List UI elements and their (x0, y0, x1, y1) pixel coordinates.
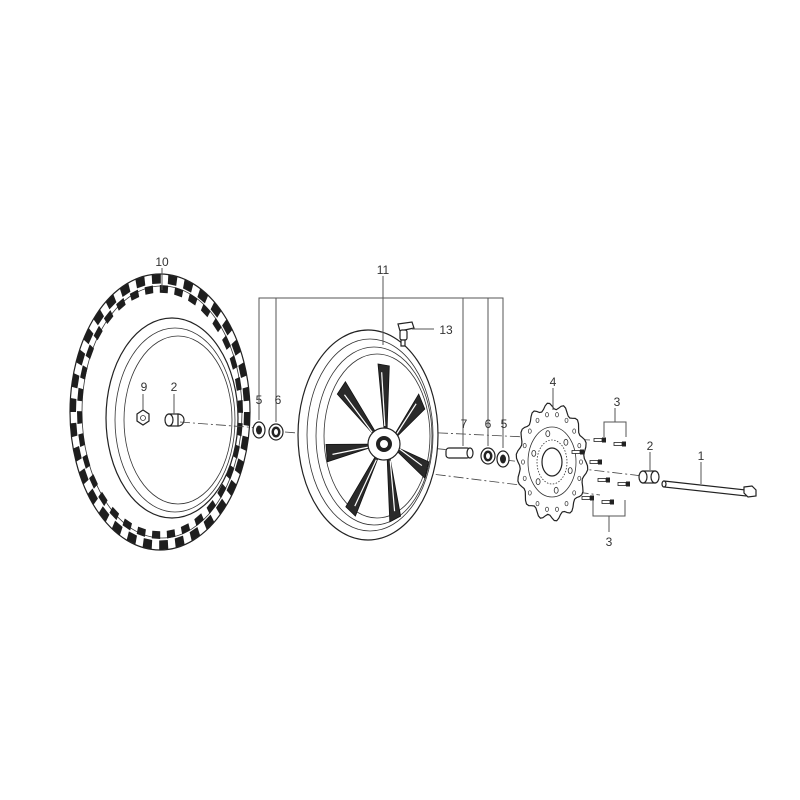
leader-lines (142, 268, 702, 532)
oil-seal-left (252, 421, 266, 439)
bearing-left (268, 423, 284, 441)
callout-4: 4 (550, 375, 557, 389)
spacer-right (638, 470, 660, 484)
callout-11: 11 (377, 263, 390, 277)
disc-vent-holes (521, 412, 583, 512)
callout-1: 1 (698, 449, 705, 463)
axle-shaft (661, 480, 757, 498)
bearing-right (480, 447, 496, 465)
callout-5-right: 5 (501, 417, 508, 431)
rim-spokes (325, 363, 430, 523)
axle-nut (136, 409, 150, 426)
tire (69, 273, 251, 551)
callout-6-right: 6 (485, 417, 492, 431)
callout-3-top: 3 (614, 395, 621, 409)
callout-10: 10 (155, 255, 169, 269)
tire-valve (397, 321, 415, 347)
disc-bolts (571, 437, 630, 505)
wheel-rim (297, 329, 439, 541)
callout-2-right: 2 (647, 439, 654, 453)
callout-3-bottom: 3 (606, 535, 613, 549)
callout-5-left: 5 (256, 393, 263, 407)
inner-collar (445, 447, 474, 459)
callout-9: 9 (141, 380, 148, 394)
callout-2-left: 2 (171, 380, 178, 394)
callout-7: 7 (461, 417, 468, 431)
tire-tread (70, 274, 250, 550)
callout-6-left: 6 (275, 393, 282, 407)
callout-13: 13 (439, 323, 453, 337)
oil-seal-right (496, 450, 510, 468)
spacer-left (164, 413, 185, 427)
brake-disc (515, 402, 589, 522)
